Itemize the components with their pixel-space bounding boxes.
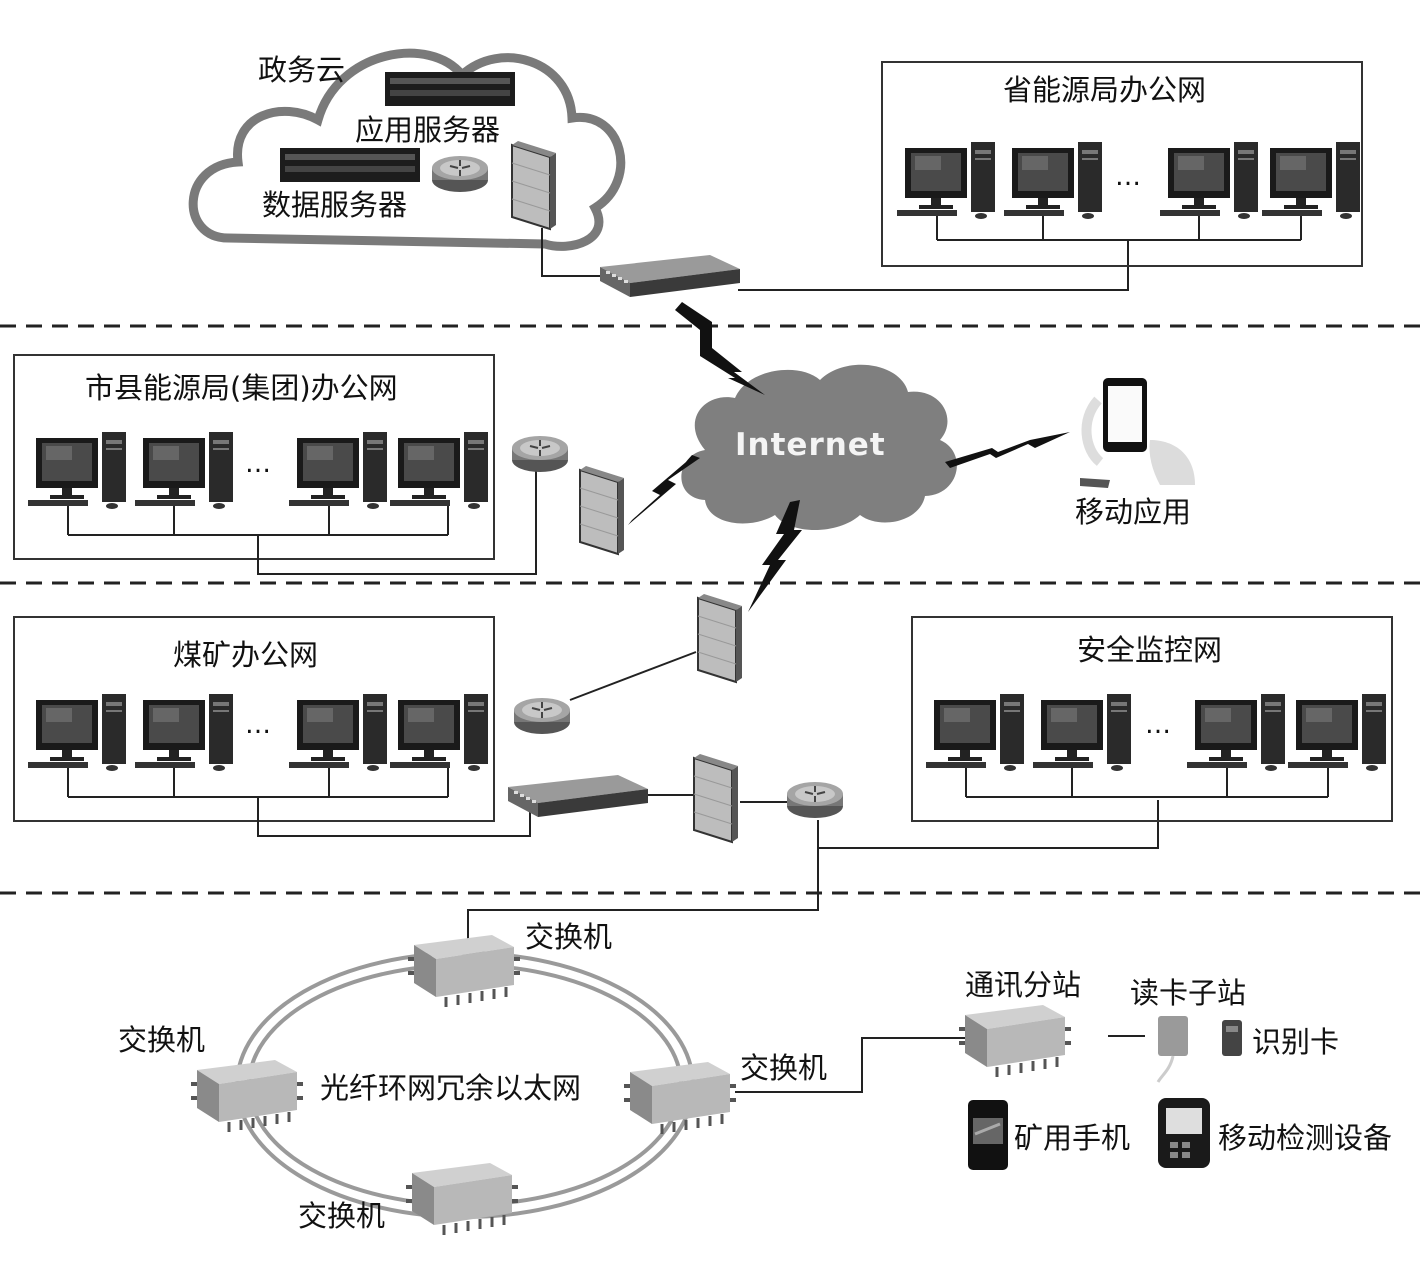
comm-substation-label: 通讯分站 (965, 968, 1081, 1002)
app-server-icon (385, 72, 515, 106)
mine-switch-icon (508, 775, 648, 817)
pc-icon (28, 432, 126, 509)
mine-firewall-top-icon (697, 593, 743, 683)
id-card-icon (1222, 1020, 1242, 1056)
ring-switch-right-icon (622, 1060, 738, 1136)
ring-switch-bottom-label: 交换机 (298, 1199, 385, 1233)
city-lan-box (13, 354, 495, 560)
ring-label: 光纤环网冗余以太网 (320, 1071, 581, 1105)
link-cloud-switch (541, 228, 605, 277)
core-switch-icon (600, 255, 740, 297)
mobile-app: 移动应用 (1075, 378, 1195, 529)
bolt-internet-mine (748, 500, 802, 612)
pc-icon (135, 432, 233, 509)
ring-switch-top-icon (406, 933, 522, 1009)
pc-icon (926, 694, 1024, 771)
mine-lan-title: 煤矿办公网 (173, 638, 318, 672)
bolt-internet-city (628, 455, 700, 525)
link-router-safety (817, 800, 1159, 849)
card-reader-label: 读卡子站 (1130, 976, 1246, 1010)
mine-phone-icon (968, 1100, 1008, 1170)
pc-icon (1033, 694, 1131, 771)
ring-switch-top-label: 交换机 (525, 920, 612, 954)
pc-icon (1160, 142, 1258, 219)
cloud-router-icon (431, 155, 489, 193)
pc-icon (1187, 694, 1285, 771)
link-mine-switch (257, 797, 531, 837)
city-firewall-icon (579, 465, 625, 555)
pc-icon (1004, 142, 1102, 219)
data-server-label: 数据服务器 (262, 188, 407, 222)
link-city-router (257, 470, 537, 575)
pc-icon (135, 694, 233, 771)
provincial-lan-box (881, 61, 1363, 267)
provincial-ellipsis: … (1115, 162, 1141, 192)
internet-cloud-shape (681, 364, 957, 530)
mine-phone-label: 矿用手机 (1014, 1121, 1130, 1155)
bolt-switch-internet (675, 302, 765, 395)
city-ellipsis: … (245, 449, 271, 479)
pc-icon (289, 694, 387, 771)
app-server-label: 应用服务器 (355, 113, 500, 147)
city-lan: 市县能源局(集团)办公网 … (13, 354, 495, 560)
safety-lan-title: 安全监控网 (1077, 633, 1222, 667)
provincial-lan-title: 省能源局办公网 (1003, 73, 1206, 107)
safety-router-icon (786, 781, 844, 819)
safety-lan-box (911, 616, 1393, 822)
link-switch-provincial (738, 240, 1129, 291)
ring-switch-left-label: 交换机 (118, 1023, 205, 1057)
safety-ellipsis: … (1145, 710, 1171, 740)
gov-cloud: 政务云 应用服务器 数据服务器 (188, 48, 626, 251)
cloud-title: 政务云 (258, 53, 345, 87)
link-router-firewall-top (569, 651, 697, 701)
internet-cloud: Internet (681, 364, 957, 530)
id-card-label: 识别卡 (1252, 1025, 1339, 1059)
link-ring-substation (735, 1037, 965, 1093)
pc-icon (1288, 694, 1386, 771)
city-lan-title: 市县能源局(集团)办公网 (85, 371, 398, 405)
safety-lan: 安全监控网 … (911, 616, 1393, 822)
city-router-icon (511, 435, 569, 473)
mine-lan-box (13, 616, 495, 822)
bolt-internet-mobile (945, 432, 1070, 468)
ring-switch-bottom-icon (404, 1161, 520, 1237)
pc-icon (289, 432, 387, 509)
mine-lan: 煤矿办公网 … (13, 616, 495, 822)
smartphone-icon (1080, 378, 1195, 488)
mobile-detector-label: 移动检测设备 (1218, 1121, 1392, 1155)
pc-icon (1262, 142, 1360, 219)
mine-router-icon (513, 697, 571, 735)
data-server-icon (280, 148, 420, 182)
pc-icon (390, 694, 488, 771)
pc-icon (897, 142, 995, 219)
cloud-firewall-icon (511, 140, 557, 230)
comm-substation-icon (957, 1003, 1073, 1079)
mine-ellipsis: … (245, 710, 271, 740)
internet-label: Internet (735, 427, 886, 463)
ring-switch-right-label: 交换机 (740, 1051, 827, 1085)
mobile-app-label: 移动应用 (1075, 495, 1191, 529)
mobile-detector-icon (1158, 1098, 1210, 1168)
card-reader-icon (1156, 1016, 1188, 1083)
wireless-links (628, 302, 1070, 612)
pc-icon (28, 694, 126, 771)
link-router-ring (467, 848, 819, 945)
pc-icon (390, 432, 488, 509)
provincial-lan: 省能源局办公网 … (881, 61, 1363, 267)
mine-firewall-bottom-icon (693, 753, 739, 843)
